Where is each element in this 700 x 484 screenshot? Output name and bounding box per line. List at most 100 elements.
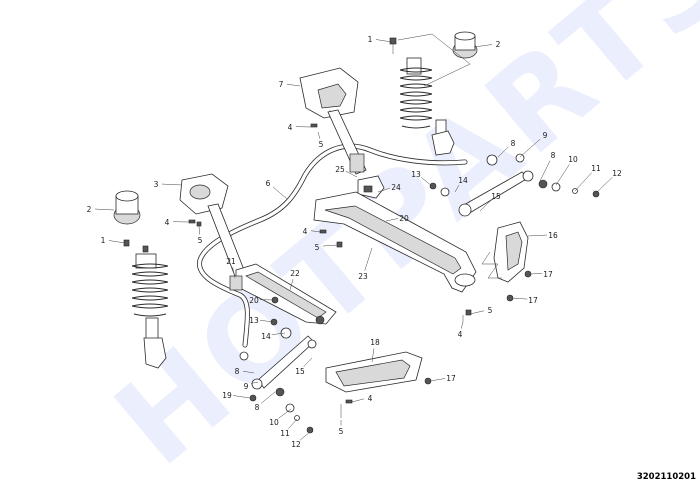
callout-c-10b: 10 <box>269 408 292 427</box>
crossmember-23 <box>313 191 477 293</box>
bolt-1-top <box>389 37 397 54</box>
callout-number: 4 <box>368 394 373 403</box>
callout-leader <box>454 184 460 193</box>
callout-number: 20 <box>249 296 259 305</box>
callout-number: 13 <box>411 170 421 179</box>
callout-c-15a: 15 <box>479 192 501 212</box>
callout-number: 12 <box>612 169 622 178</box>
callout-c-7: 7 <box>279 80 301 89</box>
callout-number: 8 <box>255 403 260 412</box>
strut-rod-center <box>327 109 367 175</box>
callout-leader <box>479 199 492 212</box>
callout-leader <box>94 208 115 211</box>
callout-leader <box>108 240 126 244</box>
callout-leader <box>278 408 292 419</box>
callout-c-13a: 13 <box>411 170 433 187</box>
upper-mount-3 <box>179 173 229 215</box>
callout-leader <box>511 297 528 300</box>
callout-number: 5 <box>315 243 320 252</box>
callout-leader <box>289 279 294 291</box>
callout-number: 7 <box>279 80 284 89</box>
callout-leader <box>539 160 551 182</box>
callout-leader <box>232 267 236 279</box>
lower-link-left <box>239 318 317 434</box>
callout-leader <box>261 391 276 404</box>
upper-mount-7 <box>299 67 359 119</box>
callout-c-15b: 15 <box>295 357 313 376</box>
callout-number: 17 <box>528 296 538 305</box>
callout-number: 8 <box>551 151 556 160</box>
callout-c-8a: 8 <box>497 139 516 158</box>
callout-leader <box>259 319 274 323</box>
callout-number: 16 <box>548 231 558 240</box>
callout-number: 8 <box>235 367 240 376</box>
callout-c-13b: 13 <box>249 316 274 325</box>
callout-leader <box>377 187 391 193</box>
callout-number: 10 <box>269 418 279 427</box>
callout-c-21: 21 <box>226 257 236 279</box>
callout-number: 4 <box>165 218 170 227</box>
callout-number: 21 <box>226 257 236 266</box>
callout-number: 5 <box>339 427 344 436</box>
callout-c-14: 14 <box>454 176 468 193</box>
callout-c-19: 19 <box>222 391 251 400</box>
callout-leader <box>527 234 548 237</box>
callout-number: 17 <box>446 374 456 383</box>
top-mount-right <box>452 31 478 59</box>
callout-number: 3 <box>154 180 159 189</box>
callout-number: 6 <box>266 179 271 188</box>
callout-c-8c: 8 <box>235 367 255 376</box>
callout-leader <box>385 218 399 222</box>
callout-leader <box>322 244 338 247</box>
callout-c-11a: 11 <box>574 164 601 192</box>
callout-number: 17 <box>543 270 553 279</box>
callout-c-20b: 20 <box>249 296 275 305</box>
callout-leader <box>272 186 288 200</box>
mount-bracket-lines <box>397 33 471 87</box>
callout-c-6: 6 <box>266 179 288 200</box>
callout-leader <box>364 247 373 271</box>
shock-absorber-left <box>123 239 169 369</box>
callout-c-14b: 14 <box>261 332 286 341</box>
callout-number: 14 <box>261 332 271 341</box>
bushing-bracket-24 <box>357 175 385 199</box>
callout-number: 9 <box>244 382 249 391</box>
callout-number: 5 <box>488 306 493 315</box>
callout-leader <box>429 378 446 382</box>
callout-number: 13 <box>249 316 259 325</box>
callout-leader <box>351 398 365 403</box>
callout-c-8d: 8 <box>255 391 276 412</box>
callout-number: 14 <box>458 176 468 185</box>
callout-c-4d: 4 <box>458 321 464 339</box>
callout-leader <box>595 177 613 194</box>
callout-number: 18 <box>370 338 380 347</box>
callout-number: 1 <box>368 35 373 44</box>
callout-c-4e: 4 <box>351 394 373 403</box>
callout-c-24: 24 <box>377 183 401 193</box>
lower-arm-22 <box>235 263 337 325</box>
callout-c-18: 18 <box>370 338 380 363</box>
callout-number: 8 <box>511 139 516 148</box>
upper-link-right <box>429 153 600 217</box>
callout-number: 19 <box>222 391 232 400</box>
callout-leader <box>232 395 251 399</box>
stabilizer-bar <box>197 143 468 348</box>
callout-c-4c: 4 <box>303 227 321 236</box>
callout-number: 4 <box>303 227 308 236</box>
callout-number: 2 <box>496 40 501 49</box>
callout-c-8b: 8 <box>539 151 556 182</box>
callout-leader <box>469 310 485 315</box>
callout-number: 15 <box>295 367 305 376</box>
callout-c-23: 23 <box>358 247 373 281</box>
callout-number: 5 <box>198 236 203 245</box>
callout-c-11b: 11 <box>280 418 298 438</box>
callout-number: 11 <box>591 164 601 173</box>
callout-c-5b: 5 <box>198 225 203 245</box>
callout-c-17b: 17 <box>511 296 538 305</box>
callout-leader <box>198 225 200 235</box>
callout-number: 24 <box>391 183 401 192</box>
callout-c-3: 3 <box>154 180 183 189</box>
callout-number: 2 <box>87 205 92 214</box>
callout-c-2a: 2 <box>473 40 501 49</box>
callout-number: 4 <box>288 123 293 132</box>
